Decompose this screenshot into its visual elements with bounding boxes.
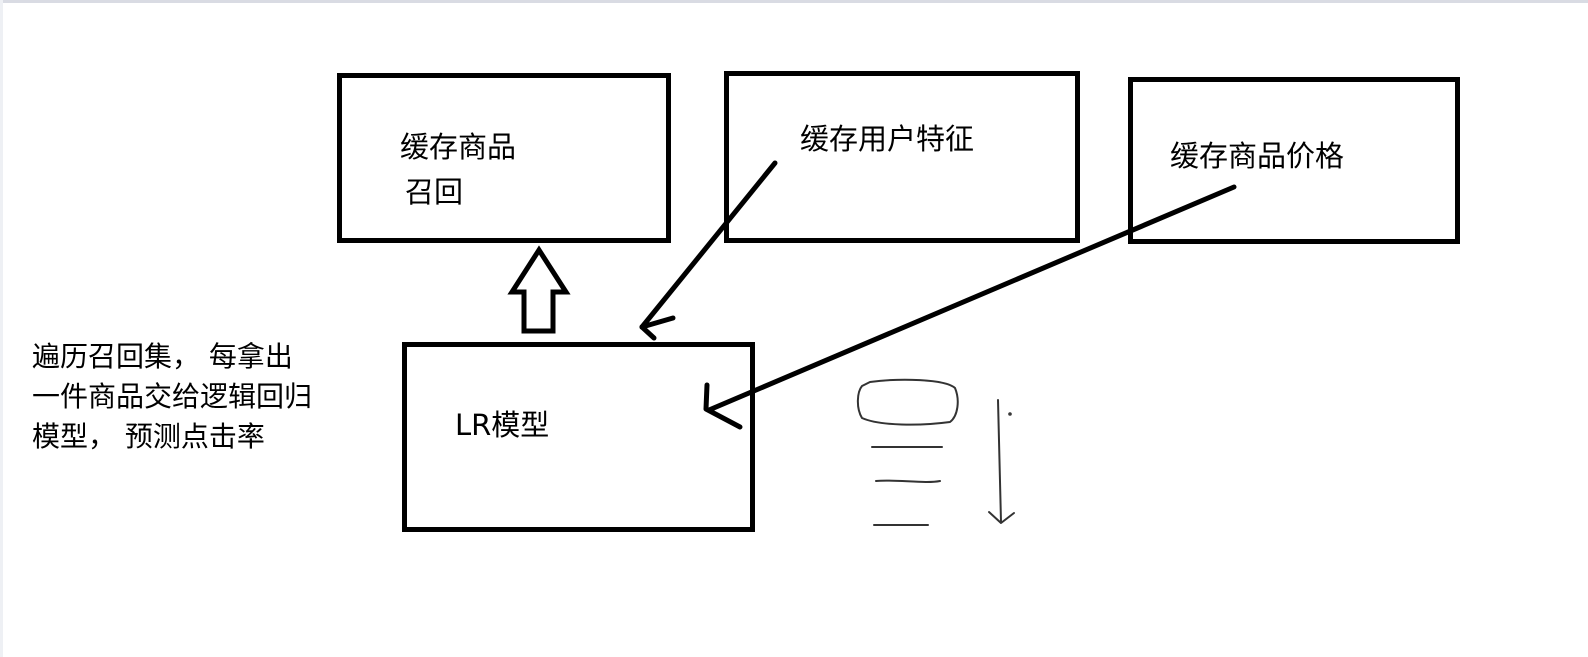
- lr-model-label: LR模型: [455, 408, 550, 442]
- user-features-to-lr-arrow: [639, 160, 778, 341]
- sketch-down-arrow-icon: [988, 399, 1015, 524]
- recall-cache-box: [337, 73, 671, 243]
- process-note-line1: 遍历召回集， 每拿出: [32, 340, 293, 373]
- sketch-list-icon: [856, 378, 959, 526]
- process-note-line2: 一件商品交给逻辑回归: [32, 380, 313, 413]
- process-note-line3: 模型， 预测点击率: [32, 420, 265, 453]
- window-top-border: [0, 0, 1588, 3]
- price-to-lr-arrow: [703, 184, 1237, 430]
- price-cache-label: 缓存商品价格: [1170, 139, 1345, 173]
- recall-cache-label-line2: 召回: [405, 175, 464, 209]
- up-block-arrow: [507, 245, 571, 334]
- price-cache-box: [1128, 77, 1460, 244]
- recall-cache-label-line1: 缓存商品: [400, 130, 517, 164]
- user-features-cache-box: [724, 71, 1080, 243]
- window-left-border: [0, 0, 3, 657]
- lr-model-box: [402, 342, 755, 532]
- user-features-cache-label: 缓存用户特征: [800, 122, 975, 156]
